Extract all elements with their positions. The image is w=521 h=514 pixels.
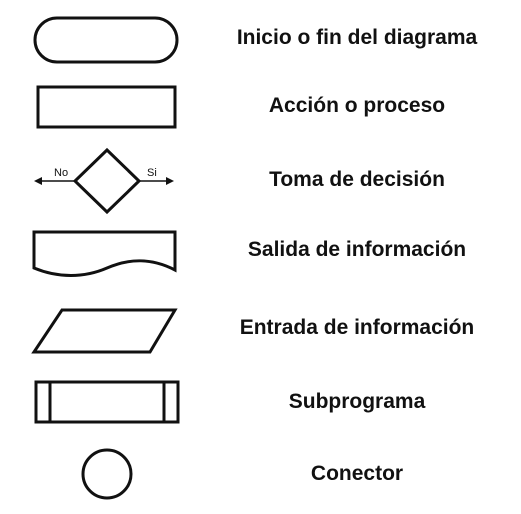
legend-label-connector: Conector <box>310 462 404 485</box>
decision-no-label: No <box>54 167 68 179</box>
legend-label-terminator: Inicio o fin del diagrama <box>236 26 478 49</box>
terminator-pill-icon <box>33 16 179 64</box>
connector-circle-icon <box>81 448 133 500</box>
process-rectangle-icon <box>36 85 177 129</box>
legend-row-input: Entrada de información <box>0 298 521 358</box>
legend-row-subprocess: Subprograma <box>0 372 521 432</box>
legend-row-output: Salida de información <box>0 220 521 280</box>
no-arrowhead-icon <box>34 177 42 185</box>
data-parallelogram-icon <box>31 308 178 354</box>
yes-arrowhead-icon <box>166 177 174 185</box>
subprocess-rectangle-icon <box>34 380 180 424</box>
document-wave-icon <box>32 230 177 277</box>
legend-row-terminator: Inicio o fin del diagrama <box>0 8 521 68</box>
legend-row-decision: No Si Toma de decisión <box>0 147 521 215</box>
legend-label-input: Entrada de información <box>239 316 475 339</box>
legend-row-process: Acción o proceso <box>0 76 521 136</box>
legend-label-subprocess: Subprograma <box>288 390 426 413</box>
legend-label-decision: Toma de decisión <box>269 168 445 191</box>
legend-row-connector: Conector <box>0 444 521 504</box>
legend-label-output: Salida de información <box>247 238 467 261</box>
decision-yes-label: Si <box>147 167 157 179</box>
decision-diamond-icon: No Si <box>34 147 174 215</box>
legend-label-process: Acción o proceso <box>268 94 446 117</box>
